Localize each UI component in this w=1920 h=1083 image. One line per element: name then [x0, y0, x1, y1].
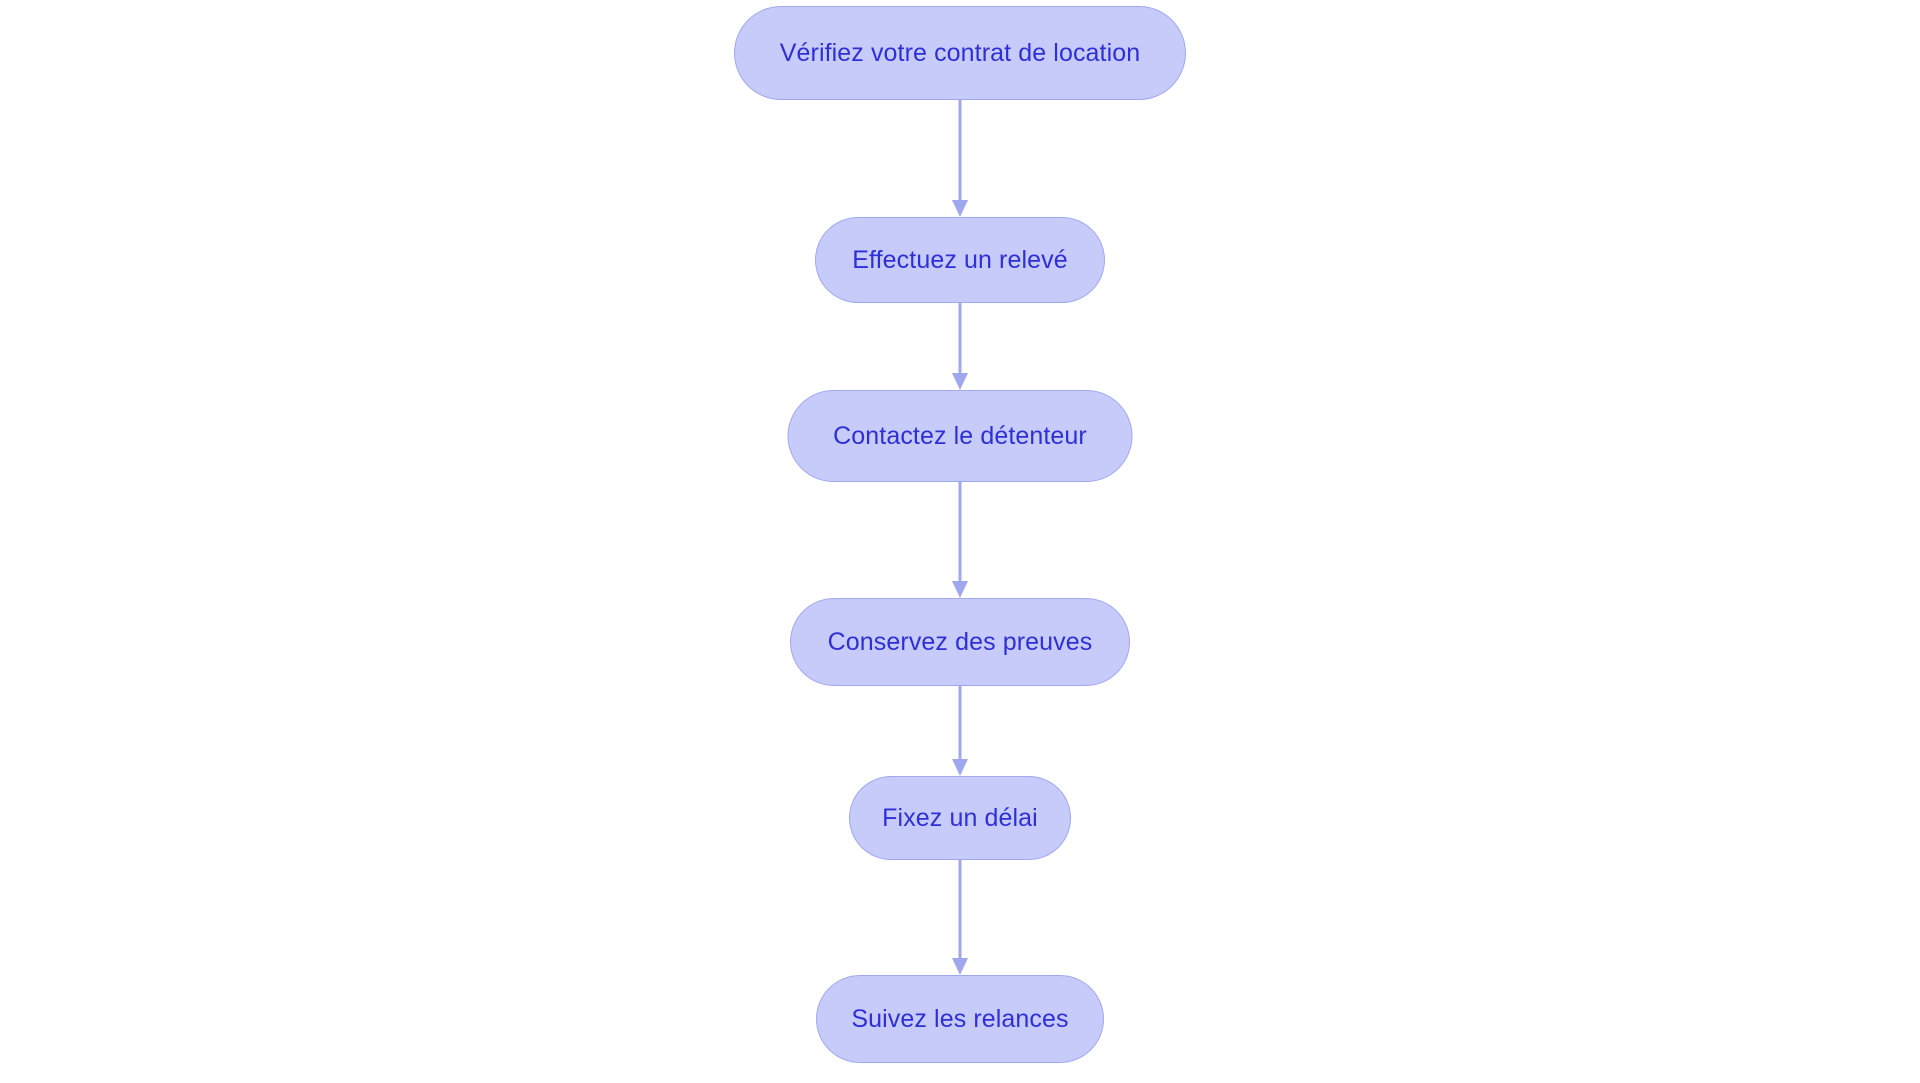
node-label: Suivez les relances	[851, 1005, 1069, 1033]
node-label: Fixez un délai	[882, 804, 1038, 832]
flowchart-arrow-n3-to-n4	[947, 686, 973, 776]
node-label: Conservez des preuves	[827, 628, 1093, 656]
flowchart-node-fixez-un-delai[interactable]: Fixez un délai	[849, 776, 1071, 860]
flowchart-arrow-n1-to-n2	[947, 303, 973, 390]
flowchart-node-effectuez-un-releve[interactable]: Effectuez un relevé	[815, 217, 1105, 303]
flowchart-node-verifiez-votre-contrat-de-location[interactable]: Vérifiez votre contrat de location	[734, 6, 1186, 100]
flowchart-arrow-n0-to-n1	[947, 100, 973, 217]
node-label: Effectuez un relevé	[852, 246, 1068, 274]
flowchart-node-contactez-le-detenteur[interactable]: Contactez le détenteur	[787, 390, 1133, 482]
flowchart-node-conservez-des-preuves[interactable]: Conservez des preuves	[790, 598, 1130, 686]
node-label: Vérifiez votre contrat de location	[779, 39, 1141, 67]
flowchart-arrow-n4-to-n5	[947, 860, 973, 975]
flowchart-node-suivez-les-relances[interactable]: Suivez les relances	[816, 975, 1104, 1063]
flowchart-arrow-n2-to-n3	[947, 482, 973, 598]
node-label: Contactez le détenteur	[833, 422, 1087, 450]
